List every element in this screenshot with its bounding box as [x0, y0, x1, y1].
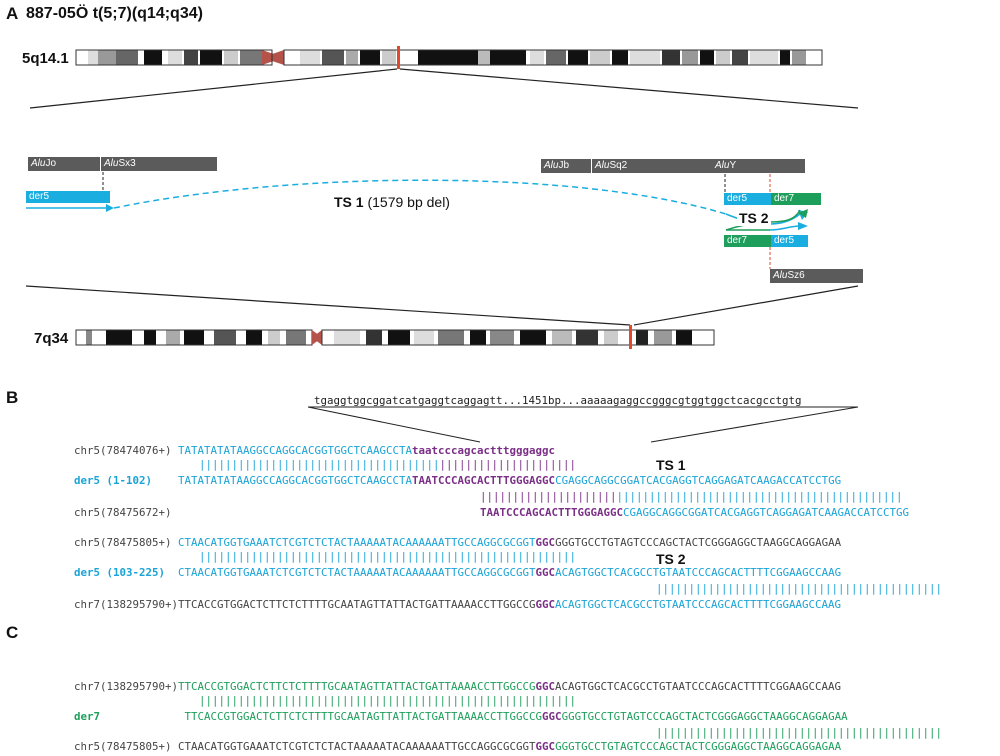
der5-left-label: der5	[29, 191, 50, 202]
deletion-bracket	[307, 406, 859, 443]
b-bars4: ||||||||||||||||||||||||||||||||||||||||…	[199, 550, 577, 563]
alu-jo-label: AluJo	[31, 158, 57, 169]
der7-right-bottom-label: der7	[727, 235, 748, 246]
panel-a-letter: A	[6, 4, 19, 23]
c-row1: chr7(138295790+)TTCACCGTGGACTCTTCTCTTTTG…	[74, 680, 842, 693]
b-row3: chr5(78475672+)	[74, 506, 172, 519]
b-row5: der5 (103-225) CTAACATGGTGAAATCTCGTCTCTA…	[74, 566, 842, 579]
alu-sx3-label: AluSx3	[104, 158, 136, 169]
chr5-label: 5q14.1	[22, 50, 69, 67]
ts2-label: TS 2	[737, 210, 771, 226]
c-bars2: ||||||||||||||||||||||||||||||||||||||||…	[656, 726, 943, 739]
b-bars2: ||||||||||||||||||||||||||||||||||||||||…	[480, 490, 903, 503]
alu-y-label: AluY	[715, 160, 737, 171]
b-row3-seq: TAATCCCAGCACTTTGGGAGGCCGAGGCAGGCGGATCACG…	[480, 506, 910, 519]
chr5-ideogram	[75, 46, 823, 69]
der5-right-top-label: der5	[727, 193, 748, 204]
c-bars1: ||||||||||||||||||||||||||||||||||||||||…	[199, 694, 577, 707]
panel-a-diagram	[25, 46, 863, 349]
panel-c-letter: C	[6, 623, 19, 642]
panel-b-letter: B	[6, 388, 19, 407]
b-row2: der5 (1-102) TATATATATAAGGCCAGGCACGGTGGC…	[74, 474, 842, 487]
b-bars5: ||||||||||||||||||||||||||||||||||||||||…	[656, 582, 943, 595]
ts1-label: TS 1 (1579 bp del)	[334, 194, 450, 210]
panel-a-title: 887-05Ö t(5;7)(q14;q34)	[26, 5, 203, 22]
chr7-ideogram	[75, 325, 715, 349]
deleted-sequence: tgaggtggcggatcatgaggtcaggagtt...1451bp..…	[314, 394, 802, 407]
c-row2: der7 TTCACCGTGGACTCTTCTCTTTTGCAATAGTTATT…	[74, 710, 848, 723]
der5-right-bottom-label: der5	[774, 235, 795, 246]
b-row6: chr7(138295790+)TTCACCGTGGACTCTTCTCTTTTG…	[74, 598, 842, 611]
b-bars1: ||||||||||||||||||||||||||||||||||||||||…	[199, 458, 577, 471]
b-ts1-label: TS 1	[656, 457, 686, 473]
b-row1: chr5(78474076+) TATATATATAAGGCCAGGCACGGT…	[74, 444, 556, 457]
c-row3: chr5(78475805+) CTAACATGGTGAAATCTCGTCTCT…	[74, 740, 842, 753]
b-ts2-label: TS 2	[656, 551, 686, 567]
b-row4: chr5(78475805+) CTAACATGGTGAAATCTCGTCTCT…	[74, 536, 842, 549]
der7-right-top-label: der7	[774, 193, 795, 204]
chr7-label: 7q34	[34, 330, 69, 347]
alu-jb-label: AluJb	[544, 160, 570, 171]
alu-sq2-label: AluSq2	[595, 160, 628, 171]
alu-sz6-label: AluSz6	[773, 270, 805, 281]
